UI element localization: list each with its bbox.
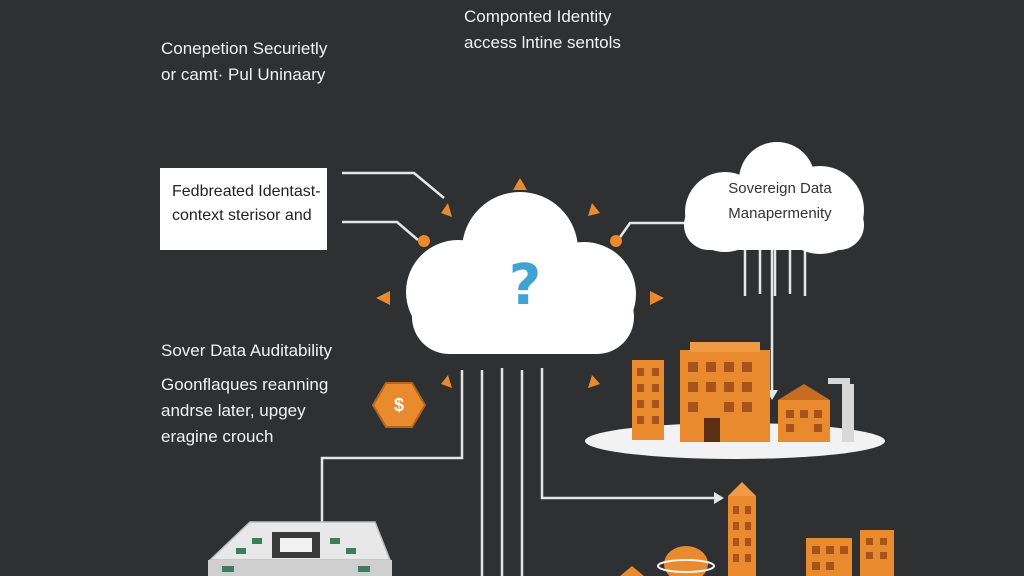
sovereign-data-cloud-label: Sovereign Data Manapermenity: [700, 176, 860, 226]
left-top-caption-line: or camt· Pul Uninaary: [161, 65, 326, 84]
left-bottom-caption-line: eragine crouch: [161, 427, 274, 446]
arrow-head: [714, 492, 724, 504]
label-box-line: Fedbreated Identast-: [172, 183, 321, 200]
federated-identity-label-box: Fedbreated Identast- context sterisor an…: [160, 168, 327, 250]
label-box-line: context sterisor and: [172, 207, 312, 224]
left-bottom-caption: Sover Data Auditability Goonflaques rean…: [161, 338, 332, 450]
question-mark-icon: ?: [508, 253, 542, 318]
sovereign-data-cloud: [684, 142, 864, 254]
left-top-caption: Conepetion Securietly or camt· Pul Unina…: [161, 36, 327, 88]
top-caption-line: Componted Identity: [464, 7, 612, 26]
city-bottom-right: [620, 482, 894, 576]
city-platform-right: [585, 342, 885, 459]
cloud-label-line: Manapermenity: [728, 205, 832, 222]
top-caption-line: access lntine sentols: [464, 33, 621, 52]
server-chip-icon: [208, 521, 392, 576]
left-top-caption-line: Conepetion Securietly: [161, 39, 328, 58]
orange-rays: [376, 178, 664, 388]
left-bottom-caption-line: Sover Data Auditability: [161, 341, 333, 360]
dollar-symbol-icon: $: [393, 395, 404, 415]
connector-lines: [320, 171, 807, 576]
coin-icon: [371, 382, 427, 428]
top-caption: Componted Identity access lntine sentols: [464, 4, 621, 56]
cloud-label-line: Sovereign Data: [728, 180, 832, 197]
left-bottom-caption-line: andrse later, upgey: [161, 401, 306, 420]
central-cloud: [406, 192, 636, 354]
left-bottom-caption-line: Goonflaques reanning: [161, 375, 329, 394]
